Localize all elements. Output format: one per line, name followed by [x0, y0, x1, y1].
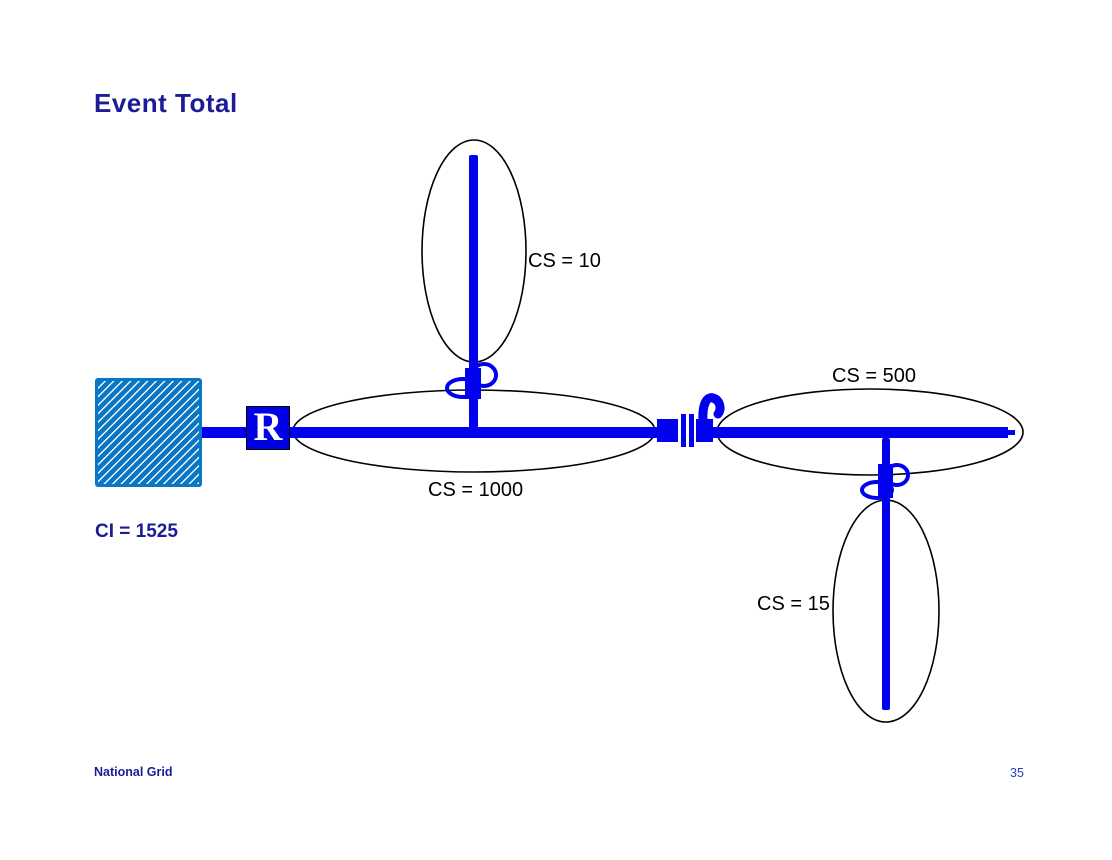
recloser-label: R	[253, 403, 283, 449]
switch-hook	[698, 393, 725, 426]
fuse-cutout-icon-bottom-left-loop	[860, 480, 894, 500]
fuse-cutout-body-bottom	[878, 464, 893, 498]
footer-page-number: 35	[1010, 766, 1024, 780]
recloser-box: R	[246, 406, 290, 450]
bottom-branch-line	[882, 438, 890, 710]
label-cs-main-feeder: CS = 1000	[428, 479, 524, 501]
switch-gap	[686, 410, 689, 450]
switch-bar	[689, 414, 694, 447]
source-substation	[95, 378, 202, 487]
fuse-cutout-icon-top-left-loop	[445, 377, 481, 399]
switch-segment-right	[696, 419, 713, 442]
switch-bar	[681, 414, 686, 447]
fuse-cutout-icon-top-right-loop	[470, 362, 498, 388]
switch-gap	[694, 410, 696, 450]
switch-gap	[678, 410, 681, 450]
feeder-end-stub	[1008, 430, 1015, 435]
label-ci-total: CI = 1525	[95, 521, 178, 542]
label-cs-bottom-branch: CS = 15	[757, 593, 830, 615]
page-title: Event Total	[94, 88, 238, 118]
main-feeder-line	[200, 427, 1008, 438]
fuse-cutout-icon-bottom-right-loop	[884, 463, 910, 487]
label-cs-right-feeder: CS = 500	[832, 365, 916, 387]
open-point-icon	[657, 393, 725, 450]
footer-brand: National Grid	[94, 765, 173, 779]
switch-segment-left	[657, 419, 678, 442]
label-cs-top-branch: CS = 10	[528, 250, 601, 272]
